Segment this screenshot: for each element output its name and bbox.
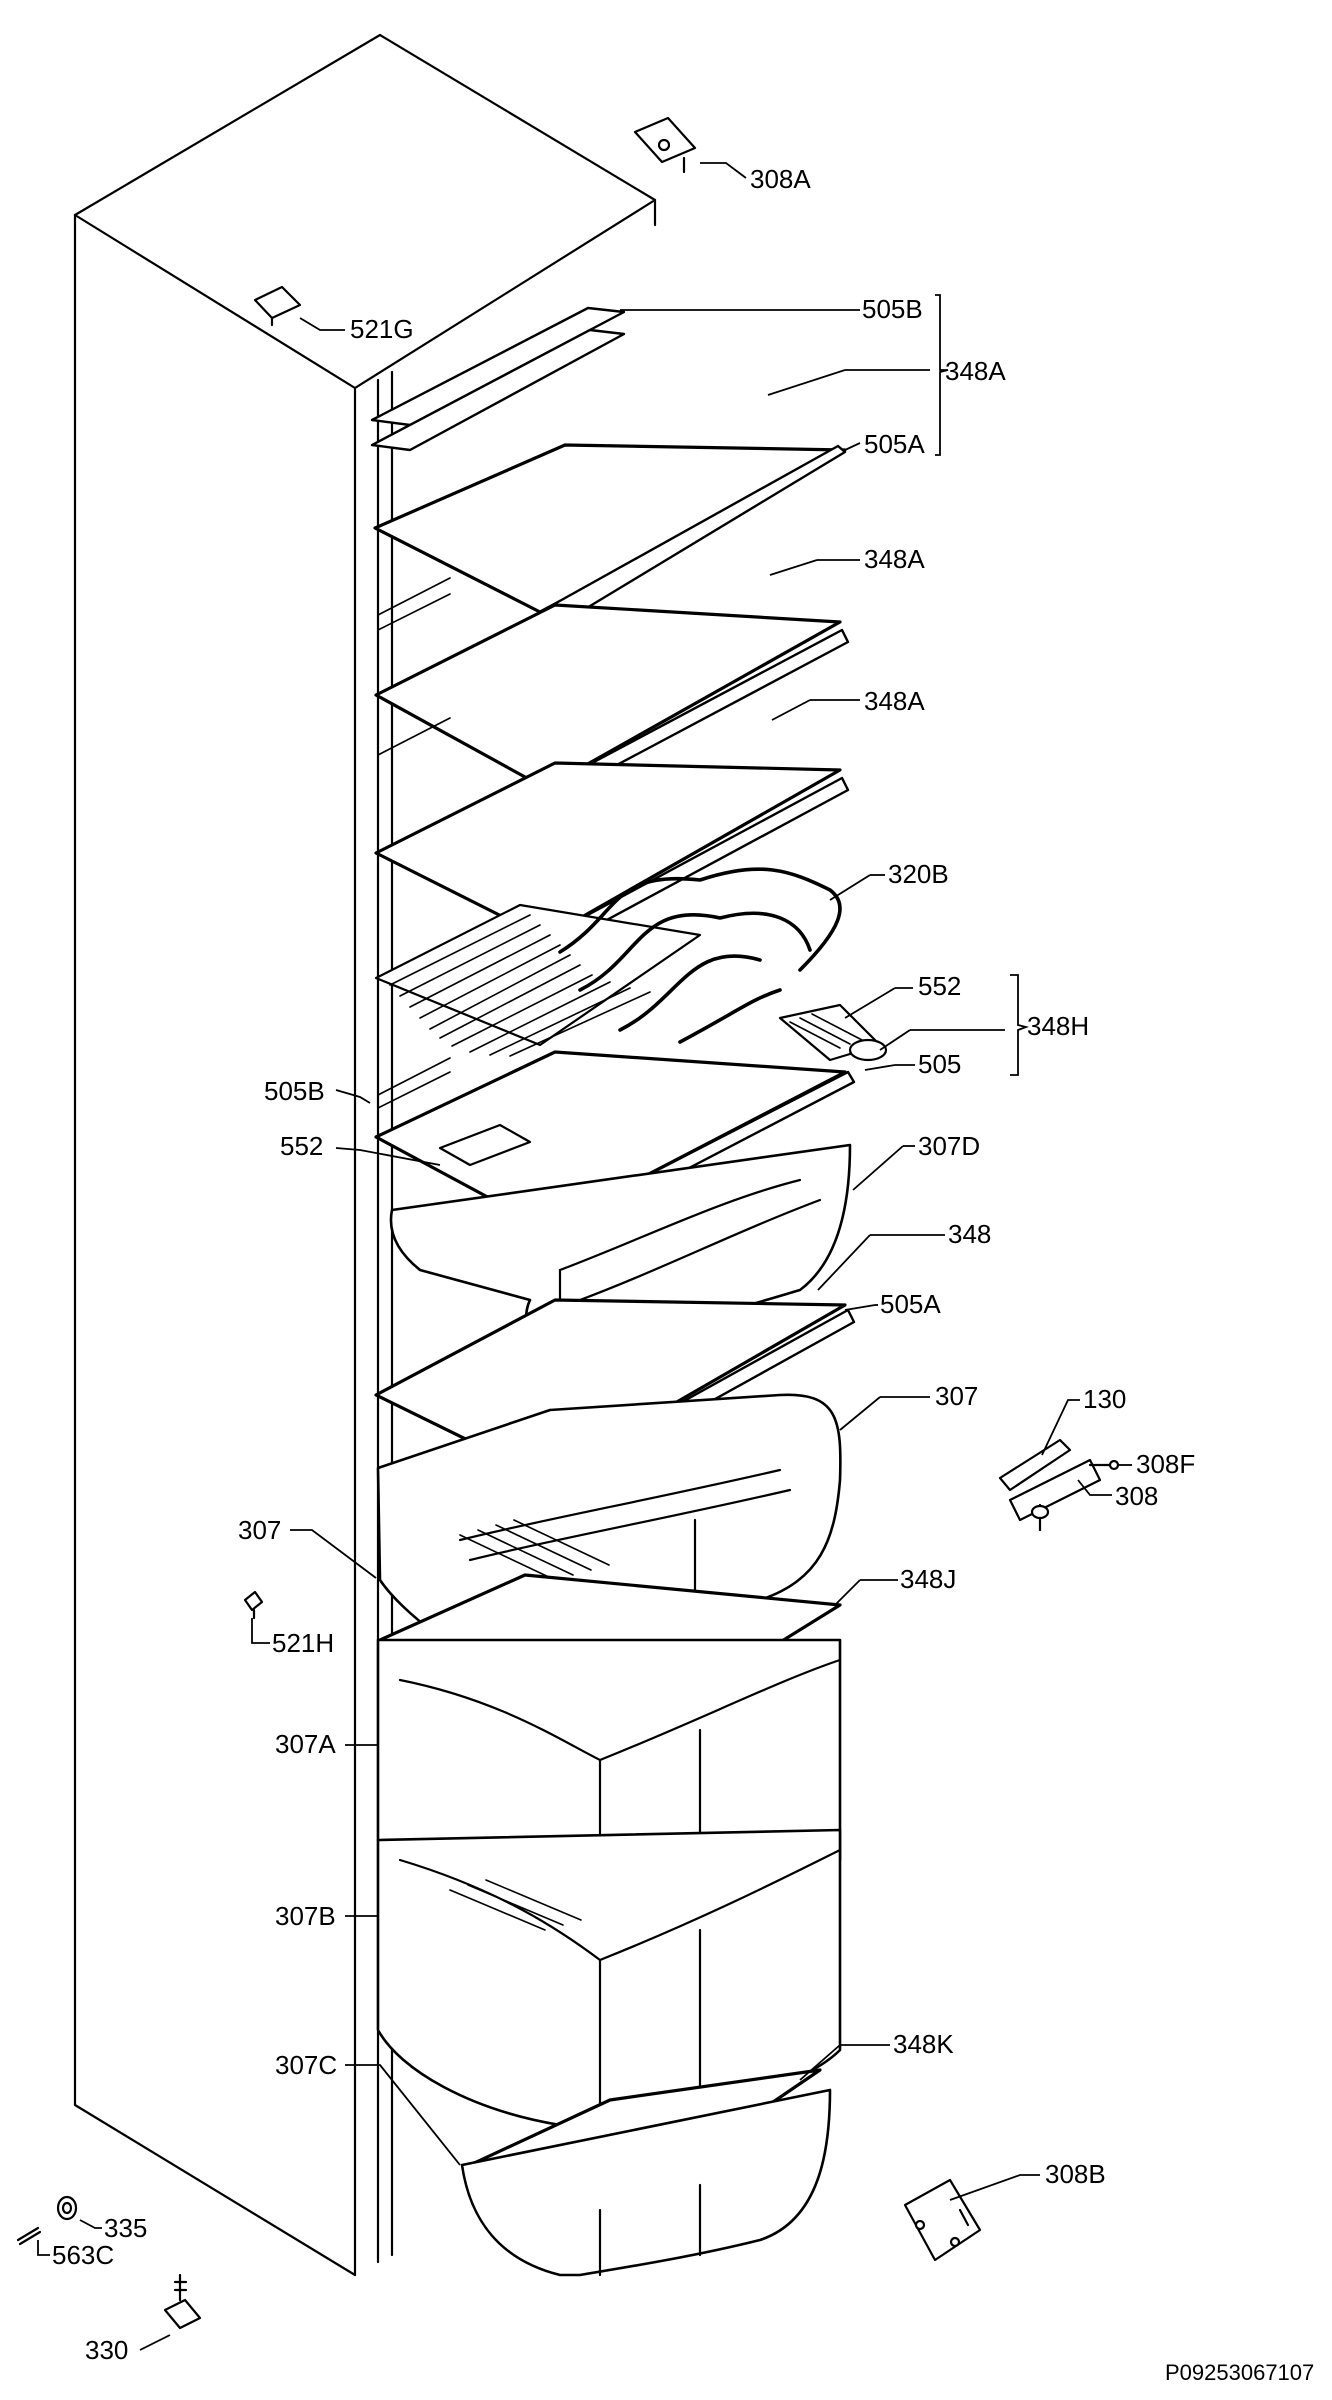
callout-308: 308 xyxy=(1115,1481,1158,1511)
brace-348a xyxy=(935,294,949,456)
callout-521h: 521H xyxy=(272,1628,334,1658)
callout-348j: 348J xyxy=(900,1564,956,1594)
callout-521g: 521G xyxy=(350,314,414,344)
callout-308f: 308F xyxy=(1136,1449,1195,1479)
callout-505a-mid: 505A xyxy=(880,1289,941,1319)
callout-505: 505 xyxy=(918,1049,961,1079)
callout-505b-top: 505B xyxy=(862,294,923,324)
leader-lines xyxy=(37,162,1132,2351)
callout-307-right: 307 xyxy=(935,1381,978,1411)
callout-335: 335 xyxy=(104,2213,147,2243)
callout-307c: 307C xyxy=(275,2050,337,2080)
shelf-348a-3 xyxy=(374,717,850,952)
callout-130: 130 xyxy=(1083,1384,1126,1414)
wheel-335 xyxy=(56,2195,78,2221)
callout-348a-3: 348A xyxy=(864,686,925,716)
callout-505a-top: 505A xyxy=(864,429,925,459)
callout-563c: 563C xyxy=(52,2240,114,2270)
wine-rack-320b xyxy=(374,867,842,1057)
drawer-307c xyxy=(460,2088,832,2277)
callout-348a-2: 348A xyxy=(864,544,925,574)
drawer-307d xyxy=(389,1143,852,1392)
hinge-bottom-308b xyxy=(903,2178,982,2262)
callout-307a: 307A xyxy=(275,1729,336,1759)
brace-348h xyxy=(1010,974,1030,1076)
callout-307-left: 307 xyxy=(238,1515,281,1545)
shelf-348a-top xyxy=(370,306,847,634)
drawing-code: P09253067107 xyxy=(1165,2360,1314,2385)
callout-308a: 308A xyxy=(750,164,811,194)
callout-320b: 320B xyxy=(888,859,949,889)
pin-308f xyxy=(1088,1459,1120,1471)
callout-348k: 348K xyxy=(893,2029,954,2059)
hinge-top-308a xyxy=(633,116,697,174)
foot-330 xyxy=(163,2273,202,2330)
shelf-348a-2 xyxy=(374,577,850,802)
axle-563c xyxy=(16,2226,42,2246)
callout-552-top: 552 xyxy=(918,971,961,1001)
callout-348a-bracket: 348A xyxy=(945,356,1006,386)
callout-330: 330 xyxy=(85,2335,128,2365)
callout-307d: 307D xyxy=(918,1131,980,1161)
callout-348: 348 xyxy=(948,1219,991,1249)
callout-348h: 348H xyxy=(1027,1011,1089,1041)
callout-552-left: 552 xyxy=(280,1131,323,1161)
callout-307b: 307B xyxy=(275,1901,336,1931)
callout-505b-left: 505B xyxy=(264,1076,325,1106)
callout-308b: 308B xyxy=(1045,2159,1106,2189)
cover-521g xyxy=(253,285,302,327)
hinge-mid-130-308 xyxy=(998,1438,1102,1532)
screw-521h xyxy=(243,1590,264,1620)
glass-holder-552 xyxy=(778,1003,888,1062)
